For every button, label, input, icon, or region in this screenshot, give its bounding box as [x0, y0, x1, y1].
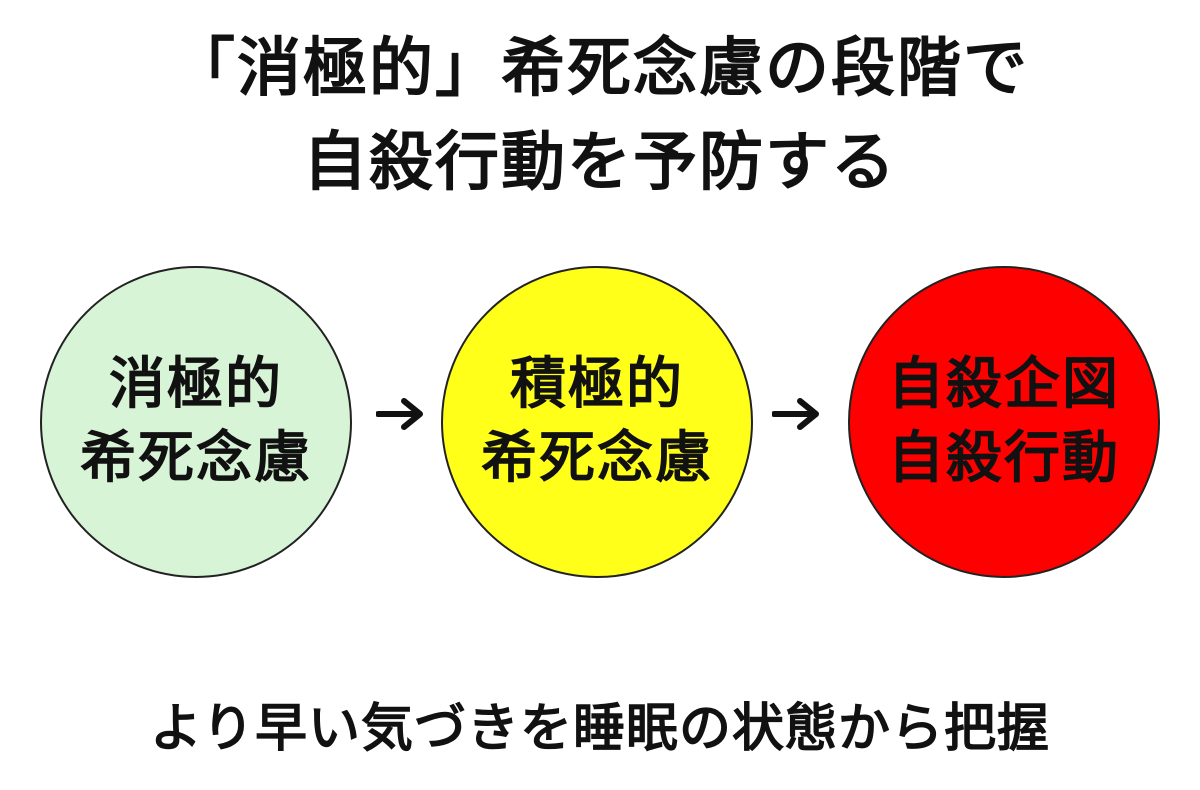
- stage-active-ideation-label-1: 積極的: [510, 352, 684, 417]
- title-line-1: 「消極的」希死念慮の段階で: [171, 32, 1029, 106]
- stage-passive-ideation-label-1: 消極的: [109, 352, 283, 417]
- stage-passive-ideation-label-2: 希死念慮: [80, 426, 312, 491]
- arrow-right-icon: [376, 398, 423, 430]
- stage-active-ideation-label-2: 希死念慮: [481, 426, 713, 491]
- stage-attempt-behavior-label-2: 自殺行動: [888, 426, 1120, 491]
- stage-passive-ideation-circle: 消極的 希死念慮: [40, 266, 352, 578]
- title-line-2: 自殺行動を予防する: [303, 126, 897, 200]
- bottom-caption: より早い気づきを睡眠の状態から把握: [150, 699, 1050, 759]
- stage-attempt-behavior-circle: 自殺企図 自殺行動: [848, 266, 1160, 578]
- stage-attempt-behavior-label-1: 自殺企図: [888, 352, 1120, 417]
- arrow-right-icon: [772, 398, 819, 430]
- stage-active-ideation-circle: 積極的 希死念慮: [441, 266, 753, 578]
